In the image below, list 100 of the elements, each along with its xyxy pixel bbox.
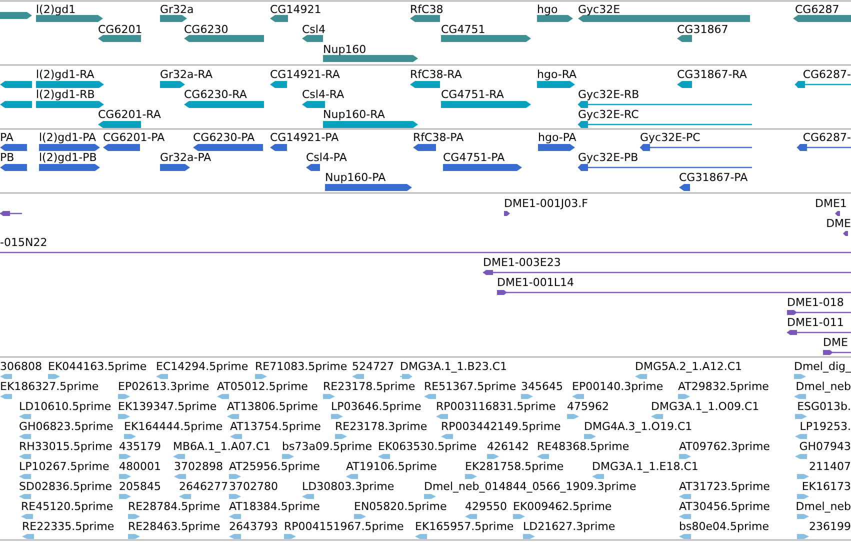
feature-label: l(2)gd1-RA	[36, 68, 94, 81]
feature-label: 345645	[521, 380, 563, 393]
feature-label: AT19106.5prime	[346, 460, 437, 473]
feature-label: hgo	[537, 3, 558, 16]
feature-label: Csl4-PA	[306, 151, 347, 164]
feature-label: CG6201-PA	[103, 131, 165, 144]
feature-label: SD02836.5prime	[19, 480, 112, 493]
feature-label: EK139347.5prime	[118, 400, 217, 413]
feature-label: LD10610.5prime	[19, 400, 112, 413]
feature-label: PA	[0, 131, 14, 144]
feature-label: EK165957.5prime	[415, 520, 514, 533]
feature-label: RfC38	[410, 3, 444, 16]
feature-label: RP003116831.5prime	[436, 400, 556, 413]
feature-label: 205845	[119, 480, 161, 493]
feature-label: CG31867-RA	[677, 68, 747, 81]
feature-label: 3702780	[229, 480, 278, 493]
feature-label: RE51367.5prime	[424, 380, 516, 393]
feature-label: ESG013b.	[797, 400, 851, 413]
feature-label: CG6201-RA	[98, 108, 161, 121]
feature-label: -015N22	[0, 236, 48, 249]
feature-label: bs73a09.5prime	[282, 440, 372, 453]
feature-label: DMG4A.3_1.O19.C1	[584, 420, 692, 433]
feature-label: CG4751-PA	[443, 151, 505, 164]
feature-label: 426142	[487, 440, 529, 453]
feature-label: EP02613.3prime	[118, 380, 210, 393]
feature-label: Dmel_neb_014844_0566_1909.3prime	[424, 480, 636, 493]
feature-label: l(2)gd1-PA	[39, 131, 96, 144]
feature-label: Gyc32E	[578, 3, 620, 16]
feature-label: 2646277	[179, 480, 228, 493]
feature-label: DME1-011	[787, 316, 844, 329]
feature-label: Nup160	[323, 43, 366, 56]
feature-label: EK044163.5prime	[48, 360, 147, 373]
feature-label: DMG3A.1_1.E18.C1	[592, 460, 698, 473]
feature-label: RH33015.5prime	[19, 440, 112, 453]
feature-label: CG14921-RA	[270, 68, 340, 81]
feature-label: DMG3A.1_1.B23.C1	[400, 360, 508, 373]
feature-label: EK16173	[802, 480, 851, 493]
feature-label: EK186327.5prime	[0, 380, 99, 393]
feature-label: EP00140.3prime	[572, 380, 664, 393]
feature-label: RE23178.3prime	[335, 420, 428, 433]
feature-label: RfC38-PA	[413, 131, 464, 144]
feature-label: CG4751	[441, 23, 486, 36]
feature-label: hgo-RA	[537, 68, 577, 81]
feature-label: hgo-PA	[538, 131, 576, 144]
feature-label: LP10267.5prime	[19, 460, 110, 473]
feature-label: Gyc32E-PB	[578, 151, 638, 164]
feature-label: RE45120.5prime	[21, 500, 114, 513]
feature-label: GH07943	[799, 440, 851, 453]
feature-label: AT29832.5prime	[678, 380, 769, 393]
feature-label: Csl4	[302, 23, 326, 36]
feature-label: LD21627.3prime	[523, 520, 616, 533]
feature-label: DMG5A.2_1.A12.C1	[635, 360, 742, 373]
feature-label: Gyc32E-PC	[640, 131, 700, 144]
feature-label: Nup160-PA	[325, 171, 386, 184]
feature-label: Dmel_neb	[796, 500, 851, 513]
feature-label: 524727	[352, 360, 394, 373]
feature-label: Gr32a-PA	[160, 151, 212, 164]
feature-label: EC14294.5prime	[156, 360, 248, 373]
feature-label: RE28463.5prime	[128, 520, 220, 533]
feature-label: 435179	[119, 440, 161, 453]
feature-label: AT31723.5prime	[679, 480, 770, 493]
feature-label: CG6287	[795, 3, 840, 16]
feature-label: DMG3A.1_1.O09.C1	[651, 400, 760, 413]
feature-label: RE71083.5prime	[255, 360, 348, 373]
feature-label: l(2)gd1-PB	[39, 151, 97, 164]
feature-label: CG14921	[270, 3, 322, 16]
feature-label: CG6287-	[802, 131, 851, 144]
feature-label: EK063530.5prime	[378, 440, 477, 453]
feature-label: AT09762.3prime	[679, 440, 770, 453]
feature-label: RfC38-RA	[410, 68, 462, 81]
feature-label: RP003442149.5prime	[441, 420, 561, 433]
feature-label: MB6A.1_1.A07.C1	[173, 440, 271, 453]
feature-label: CG14921-PA	[270, 131, 339, 144]
feature-label: Gr32a-RA	[160, 68, 212, 81]
feature-label: 211407	[809, 460, 851, 473]
feature-label: EK164444.5prime	[124, 420, 223, 433]
feature-label: l(2)gd1-RB	[36, 88, 95, 101]
feature-label: EK281758.5prime	[465, 460, 564, 473]
feature-label: CG6230	[184, 23, 228, 36]
feature-label: RP004151967.5prime	[284, 520, 404, 533]
feature-label: 429550	[465, 500, 507, 513]
feature-label: EK009462.5prime	[513, 500, 612, 513]
feature-label: DME	[826, 217, 851, 230]
feature-label: l(2)gd1	[36, 3, 76, 16]
feature-label: bs80e04.5prime	[679, 520, 770, 533]
feature-label: Gyc32E-RC	[578, 108, 639, 121]
feature-label: 3702898	[174, 460, 223, 473]
feature-label: AT13754.5prime	[230, 420, 321, 433]
feature-label: DME1-018	[787, 296, 844, 309]
feature-label: LP03646.5prime	[331, 400, 422, 413]
feature-label: AT13806.5prime	[227, 400, 318, 413]
feature-label: 236199	[809, 520, 851, 533]
feature-label: CG31867	[677, 23, 728, 36]
feature-label: CG6230-PA	[193, 131, 255, 144]
feature-label: AT05012.5prime	[217, 380, 308, 393]
feature-label: GH06823.5prime	[19, 420, 114, 433]
feature-label: 2643793	[229, 520, 278, 533]
feature-label: AT25956.5prime	[229, 460, 320, 473]
feature-label: Csl4-RA	[302, 88, 344, 101]
feature-label: PB	[0, 151, 14, 164]
